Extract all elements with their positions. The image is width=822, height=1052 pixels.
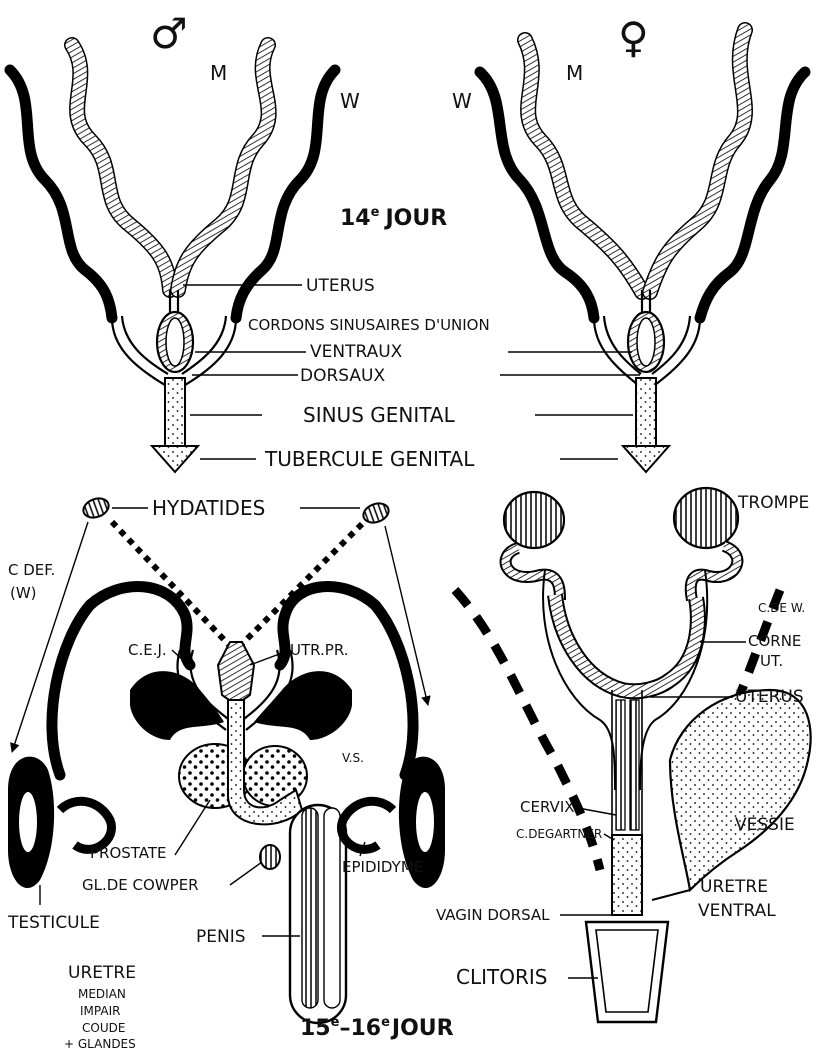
label-cej: C.E.J. <box>128 641 167 659</box>
label-vs: V.S. <box>342 751 364 765</box>
label-cdef-1: C DEF. <box>8 561 55 579</box>
bottom-female-diagram: TROMPE C.DE W. CORNE UT. UTERUS CERVIX C… <box>436 488 811 1022</box>
label-corne-2: UT. <box>760 652 783 670</box>
label-trompe: TROMPE <box>737 493 809 513</box>
mullerian-duct-left-f <box>525 40 642 292</box>
genital-sinus-female <box>636 378 656 446</box>
seminal-vesicle-left <box>130 671 224 740</box>
utricle-prostatic <box>218 642 254 705</box>
label-cdef-2: (W) <box>10 584 37 602</box>
female-symbol: ♀ <box>618 13 649 62</box>
label-m-left: M <box>210 61 227 85</box>
tubercle-arrow-female <box>623 446 669 472</box>
label-cervix: CERVIX <box>520 798 575 816</box>
label-clitoris: CLITORIS <box>456 965 547 989</box>
trompe-right <box>674 488 738 548</box>
label-tubercule-genital: TUBERCULE GENITAL <box>264 447 475 471</box>
label-m-right: M <box>566 61 583 85</box>
label-gartner: C.DEGARTNER <box>516 827 602 841</box>
label-uretre-f-2: VENTRAL <box>698 901 776 921</box>
tubercle-arrow-male <box>152 446 198 472</box>
label-prostate: PROSTATE <box>90 844 167 862</box>
label-cowper: GL.DE COWPER <box>82 876 199 894</box>
clitoris <box>586 922 668 1022</box>
wolffian-duct-left <box>10 70 112 318</box>
label-vagin: VAGIN DORSAL <box>436 906 550 924</box>
hydatide-left <box>81 495 112 521</box>
hydatide-right <box>361 500 392 526</box>
label-uterus-top: UTERUS <box>306 276 375 296</box>
label-epididyme: EPIDIDYME <box>342 858 423 876</box>
cowper-gland <box>260 845 280 869</box>
label-w-left: W <box>340 89 360 113</box>
stage-title-15-16: 15e–16eJOUR <box>300 1015 454 1041</box>
label-uretre-f-1: URETRE <box>700 877 768 897</box>
label-cordons: CORDONS SINUSAIRES D'UNION <box>248 316 490 334</box>
label-dorsaux: DORSAUX <box>300 366 385 386</box>
label-uretre-line-4: + GLANDES <box>64 1037 136 1051</box>
label-uterus-f: UTERUS <box>735 687 804 707</box>
label-testicule: TESTICULE <box>7 913 100 933</box>
label-corne-1: CORNE <box>748 632 801 650</box>
trompe-left <box>504 492 564 548</box>
label-uretre-line-3: COUDE <box>82 1021 125 1035</box>
vessie <box>670 690 811 890</box>
vagina-dorsal <box>612 835 642 915</box>
label-ventraux: VENTRAUX <box>310 342 403 362</box>
label-uretre-line-1: MEDIAN <box>78 987 126 1001</box>
genital-sinus-male <box>165 378 185 446</box>
label-w-right: W <box>452 89 472 113</box>
label-utrpr: UTR.PR. <box>290 641 349 659</box>
label-cdew: C.DE W. <box>758 601 805 615</box>
label-uretre-male: URETRE <box>68 963 136 983</box>
label-uretre-line-2: IMPAIR <box>80 1004 120 1018</box>
epididymis-left <box>60 801 111 849</box>
label-sinus-genital: SINUS GENITAL <box>303 403 456 427</box>
male-symbol: ♂ <box>150 9 188 58</box>
seminal-vesicle-right <box>254 671 352 740</box>
label-penis: PENIS <box>196 927 246 947</box>
bottom-male-diagram: HYDATIDES C DEF. (W) C.E.J. UTR.PR. V.S.… <box>7 495 445 1051</box>
top-female-diagram: ♀ W M <box>452 13 805 472</box>
label-hydatides: HYDATIDES <box>152 496 265 520</box>
label-vessie: VESSIE <box>735 815 795 835</box>
wolffian-duct-left-f <box>480 72 594 318</box>
epididymis-right <box>341 801 393 849</box>
